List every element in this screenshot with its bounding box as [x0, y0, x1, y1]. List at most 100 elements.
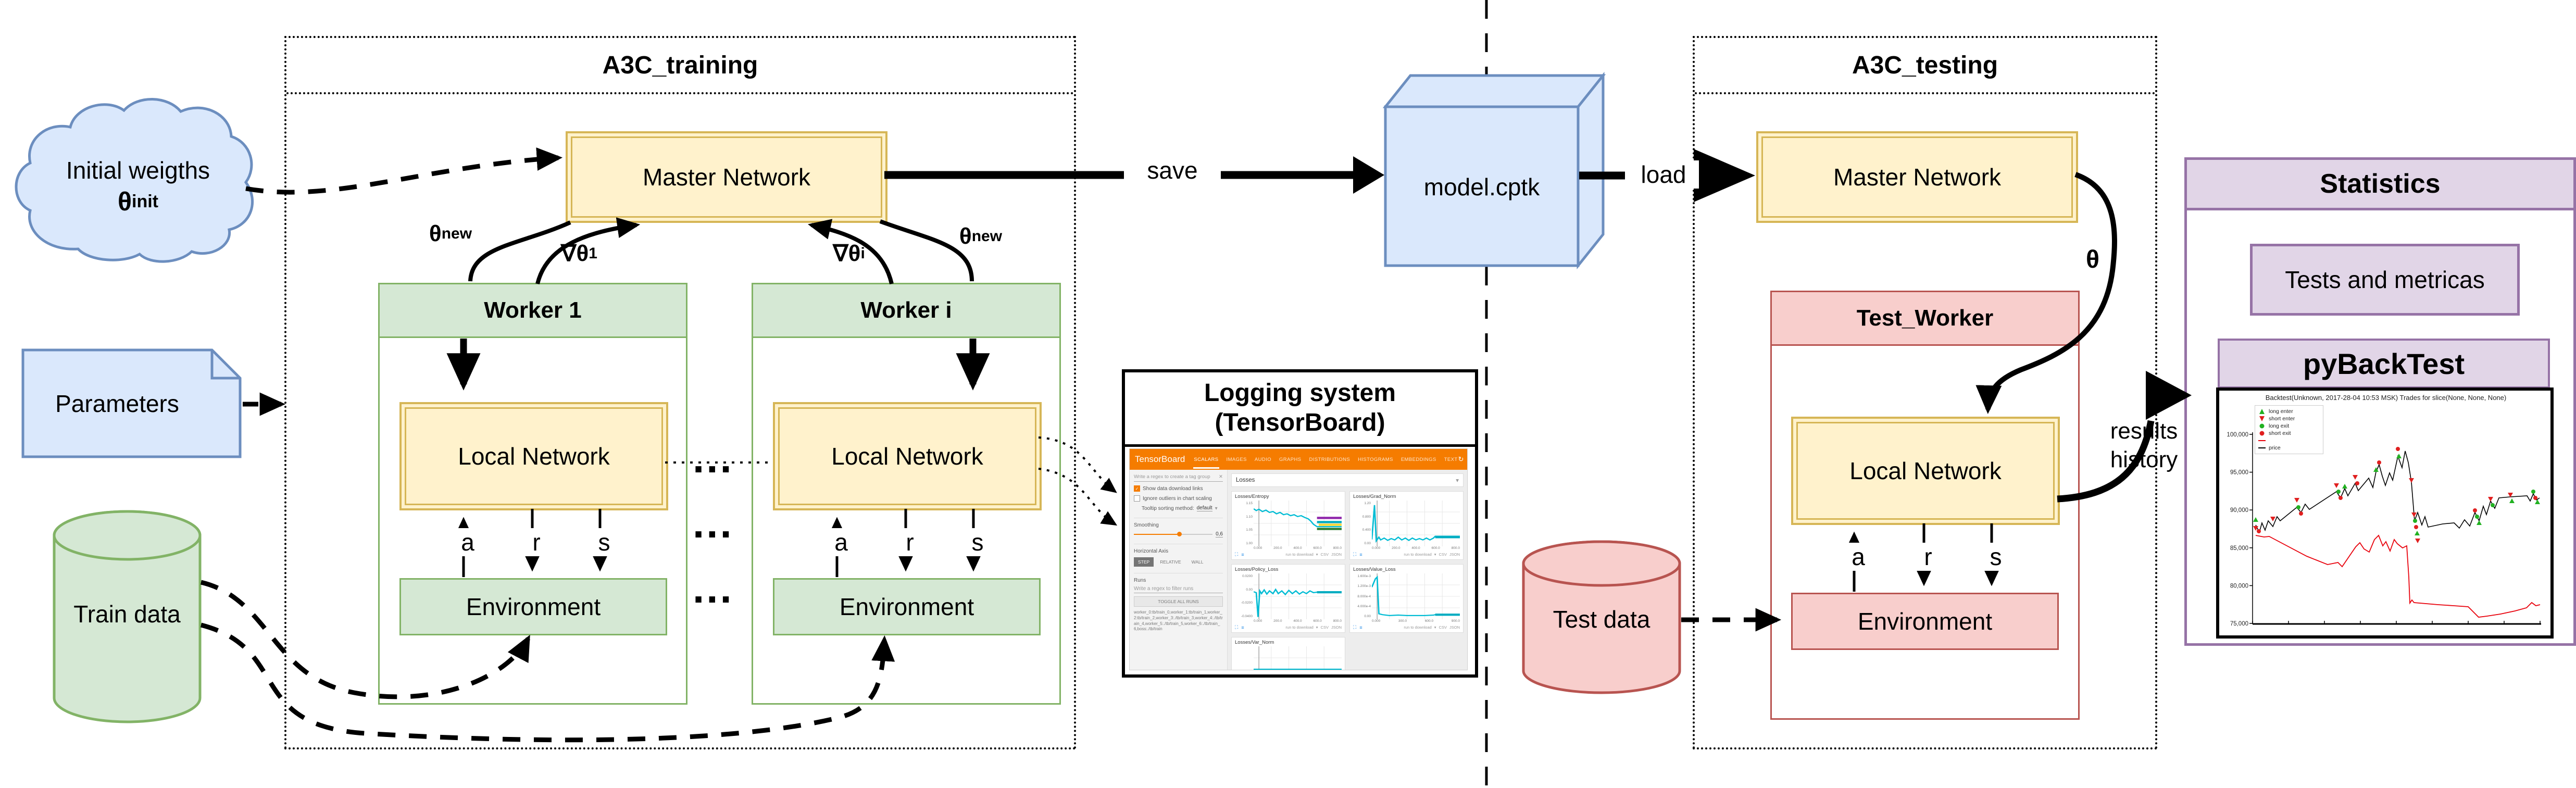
tag-regex-input[interactable]: Write a regex to create a tag group ✕ — [1134, 474, 1223, 482]
checkbox-checked-icon[interactable]: ✓ — [1134, 485, 1140, 492]
test-worker-title: Test_Worker — [1772, 292, 2078, 346]
tooltip-sorting-select[interactable]: default — [1196, 505, 1212, 511]
tests-and-metrics-box: Tests and metricas — [2250, 244, 2520, 316]
ignore-outliers-row[interactable]: Ignore outliers in chart scaling — [1134, 495, 1223, 502]
run-to-download-label: run to download — [1285, 625, 1314, 630]
test-env-label: Environment — [1857, 608, 1993, 635]
short-enter-marker — [2508, 493, 2513, 497]
refresh-icon[interactable]: ↻ — [1458, 455, 1464, 463]
dropdown-icon[interactable]: ▾ — [1434, 625, 1436, 630]
runs-list[interactable]: worker_0:tb/train_0,worker_1:tb/train_1,… — [1134, 610, 1223, 632]
long-enter-marker — [2535, 499, 2540, 504]
legend-row — [2258, 437, 2320, 444]
tb-card-title: Losses/Grad_Norm — [1353, 494, 1396, 499]
tb-tab-images[interactable]: IMAGES — [1226, 456, 1247, 462]
tb-tab-embeddings[interactable]: EMBEDDINGS — [1400, 456, 1436, 462]
json-link[interactable]: JSON — [1449, 552, 1460, 557]
statistics-title: Statistics — [2187, 160, 2573, 210]
tensorboard-toolbar-icons: ↻⚙? — [1458, 455, 1467, 464]
tag-regex-placeholder: Write a regex to create a tag group — [1134, 474, 1210, 480]
json-link[interactable]: JSON — [1331, 552, 1342, 557]
worker-i-local-network: Local Network — [773, 402, 1042, 510]
test-local-label: Local Network — [1849, 457, 2002, 484]
csv-link[interactable]: CSV — [1439, 625, 1447, 630]
checkbox-unchecked-icon[interactable] — [1134, 495, 1140, 502]
tb-tab-histograms[interactable]: HISTOGRAMS — [1358, 456, 1393, 462]
axis-button-relative[interactable]: RELATIVE — [1160, 559, 1181, 565]
runs-regex-input[interactable]: Write a regex to filter runs — [1134, 586, 1223, 593]
smoothing-track[interactable] — [1134, 532, 1213, 536]
short-enter-marker — [2411, 512, 2417, 517]
short-enter-marker — [2294, 498, 2299, 503]
worker-1-environment: Environment — [399, 578, 667, 635]
short-exit-marker — [2414, 525, 2418, 529]
logging-title: Logging system (TensorBoard) — [1125, 372, 1475, 447]
worker-1-local-network: Local Network — [399, 402, 668, 510]
json-link[interactable]: JSON — [1449, 625, 1460, 630]
backtest-title: Backtest(Unknown, 2017-28-04 10:53 MSK) … — [2266, 394, 2506, 402]
clear-icon[interactable]: ✕ — [1219, 474, 1223, 480]
csv-link[interactable]: CSV — [1320, 625, 1329, 630]
csv-link[interactable]: CSV — [1320, 552, 1329, 557]
data-table-icon[interactable]: ≡ — [1359, 624, 1362, 630]
expand-icon[interactable]: ▾ — [1456, 478, 1459, 484]
dropdown-icon[interactable]: ▾ — [1316, 552, 1318, 557]
smoothing-knob[interactable] — [1177, 532, 1182, 536]
long-exit-marker — [2475, 515, 2479, 519]
json-link[interactable]: JSON — [1331, 625, 1342, 630]
fullscreen-icon[interactable]: ⛶ — [1353, 624, 1357, 630]
data-table-icon[interactable]: ≡ — [1241, 624, 1244, 630]
ellipsis-dots: ... — [693, 565, 734, 611]
legend-label: long enter — [2269, 408, 2293, 415]
legend-label: short enter — [2269, 416, 2295, 422]
tooltip-sorting-label: Tooltip sorting method: — [1142, 505, 1194, 511]
data-table-icon[interactable]: ≡ — [1241, 552, 1244, 557]
fullscreen-icon[interactable]: ⛶ — [1235, 552, 1239, 557]
smoothing-slider[interactable]: 0,6 — [1134, 531, 1223, 537]
logging-title-line1: Logging system — [1204, 379, 1396, 407]
s-label: s — [585, 528, 623, 556]
axis-button-step[interactable]: STEP — [1134, 557, 1154, 567]
worker-i-env-label: Environment — [839, 593, 974, 620]
short-exit-marker — [2473, 508, 2477, 512]
losses-group-header[interactable]: Losses ▾ — [1231, 473, 1464, 487]
losses-group-title: Losses — [1236, 477, 1255, 483]
test-environment: Environment — [1791, 593, 2059, 650]
toggle-all-runs-button[interactable]: TOGGLE ALL RUNS — [1134, 596, 1223, 607]
show-download-links-row[interactable]: ✓ Show data download links — [1134, 485, 1223, 492]
runs-section: Runs Write a regex to filter runs TOGGLE… — [1134, 573, 1223, 632]
tb-tab-text[interactable]: TEXT — [1444, 456, 1458, 462]
data-table-icon[interactable]: ≡ — [1359, 552, 1362, 557]
worker-1-env-label: Environment — [466, 593, 601, 620]
backtest-chart: Backtest(Unknown, 2017-28-04 10:53 MSK) … — [2219, 391, 2544, 629]
grad-sub: 1 — [589, 244, 597, 262]
smoothing-value[interactable]: 0,6 — [1216, 531, 1223, 537]
worker-1-local-label: Local Network — [458, 443, 610, 470]
model-cube-top — [1382, 74, 1606, 108]
tb-card-title: Losses/Value_Loss — [1353, 567, 1396, 572]
tb-tab-distributions[interactable]: DISTRIBUTIONS — [1309, 456, 1350, 462]
fullscreen-icon[interactable]: ⛶ — [1235, 624, 1239, 630]
tb-tab-audio[interactable]: AUDIO — [1254, 456, 1271, 462]
csv-link[interactable]: CSV — [1439, 552, 1447, 557]
ignore-outliers-label: Ignore outliers in chart scaling — [1143, 495, 1212, 502]
dropdown-icon: ▾ — [1215, 505, 1218, 511]
long-enter-marker — [2415, 531, 2420, 535]
axis-button-wall[interactable]: WALL — [1191, 559, 1204, 565]
short-exit-marker — [2257, 529, 2261, 533]
tb-tab-graphs[interactable]: GRAPHS — [1279, 456, 1302, 462]
tb-tab-scalars[interactable]: SCALARS — [1193, 451, 1219, 469]
short-enter-marker — [2415, 539, 2420, 543]
fullscreen-icon[interactable]: ⛶ — [1353, 552, 1357, 557]
grad-sub: i — [860, 244, 865, 262]
dropdown-icon[interactable]: ▾ — [1316, 625, 1318, 630]
dropdown-icon[interactable]: ▾ — [1434, 552, 1436, 557]
short-exit-marker — [2533, 496, 2537, 500]
legend-row: price — [2258, 444, 2320, 452]
long-exit-marker — [2413, 519, 2417, 523]
